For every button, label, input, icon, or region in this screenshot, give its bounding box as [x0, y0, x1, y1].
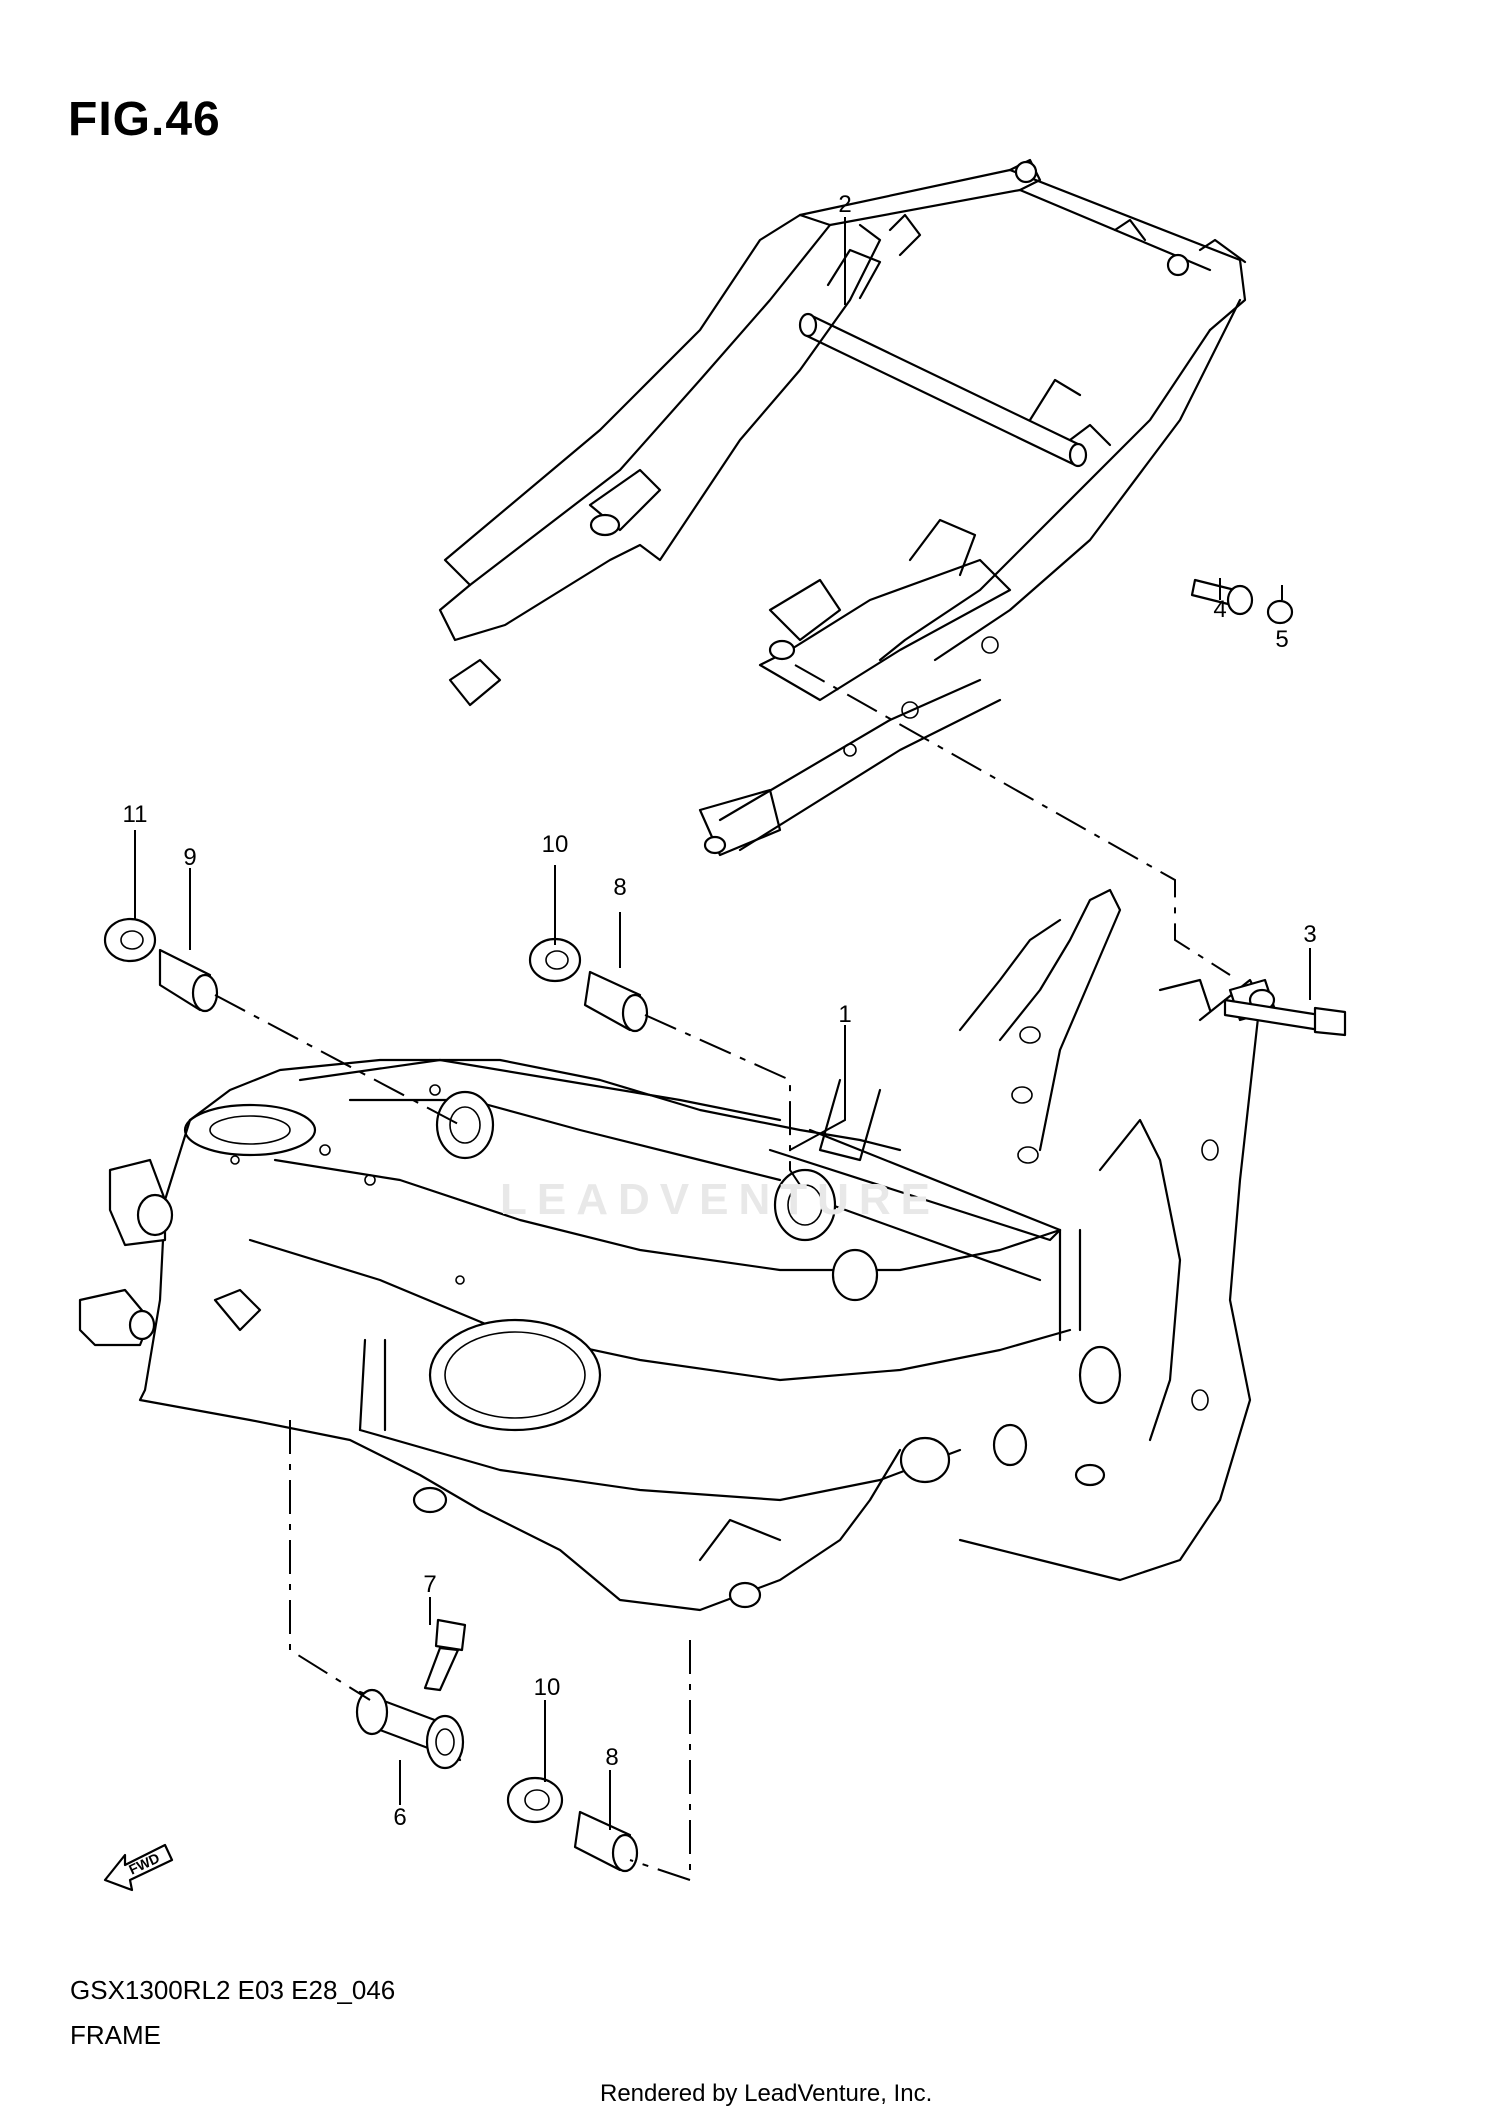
bolt-part-4	[1190, 578, 1254, 616]
figure-name: FRAME	[70, 2020, 161, 2050]
adjuster-part-8-lower	[573, 1810, 639, 1873]
callout-3[interactable]: 3	[1303, 921, 1317, 948]
callout-1[interactable]: 1	[838, 1001, 852, 1028]
callout-5[interactable]: 5	[1275, 626, 1289, 653]
callout-8-upper[interactable]: 8	[613, 874, 627, 901]
spacer-part-10-lower	[506, 1776, 564, 1824]
spacer-part-10-upper	[528, 937, 582, 983]
forward-arrow-icon: FWD	[103, 1843, 174, 1892]
collar-part-6	[355, 1688, 465, 1770]
callout-11[interactable]: 11	[122, 801, 148, 828]
model-code: GSX1300RL2 E03 E28_046	[70, 1975, 396, 2005]
bolt-part-7	[423, 1618, 467, 1692]
adjuster-part-9	[158, 948, 219, 1013]
figure-title: FIG.46	[68, 93, 221, 146]
callout-2[interactable]: 2	[838, 191, 852, 218]
callout-10-upper[interactable]: 10	[541, 831, 569, 858]
assembly-lines	[214, 664, 1231, 1882]
watermark: LEADVENTURE	[500, 1175, 941, 1224]
callout-10-lower[interactable]: 10	[533, 1674, 561, 1701]
callout-7[interactable]: 7	[423, 1571, 437, 1598]
cap-part-5	[1266, 599, 1294, 625]
callout-8-lower[interactable]: 8	[605, 1744, 619, 1771]
callout-6[interactable]: 6	[393, 1804, 407, 1831]
callout-9[interactable]: 9	[183, 844, 197, 871]
callout-4[interactable]: 4	[1213, 596, 1227, 623]
bolt-part-3	[1223, 998, 1347, 1037]
render-credit: Rendered by LeadVenture, Inc.	[600, 2080, 933, 2107]
callout-leaders	[134, 217, 1311, 1830]
spacer-part-11	[103, 917, 157, 963]
main-frame-part-1	[78, 888, 1277, 1612]
seat-rail-part-2	[438, 158, 1247, 857]
adjuster-part-8-upper	[583, 970, 649, 1033]
